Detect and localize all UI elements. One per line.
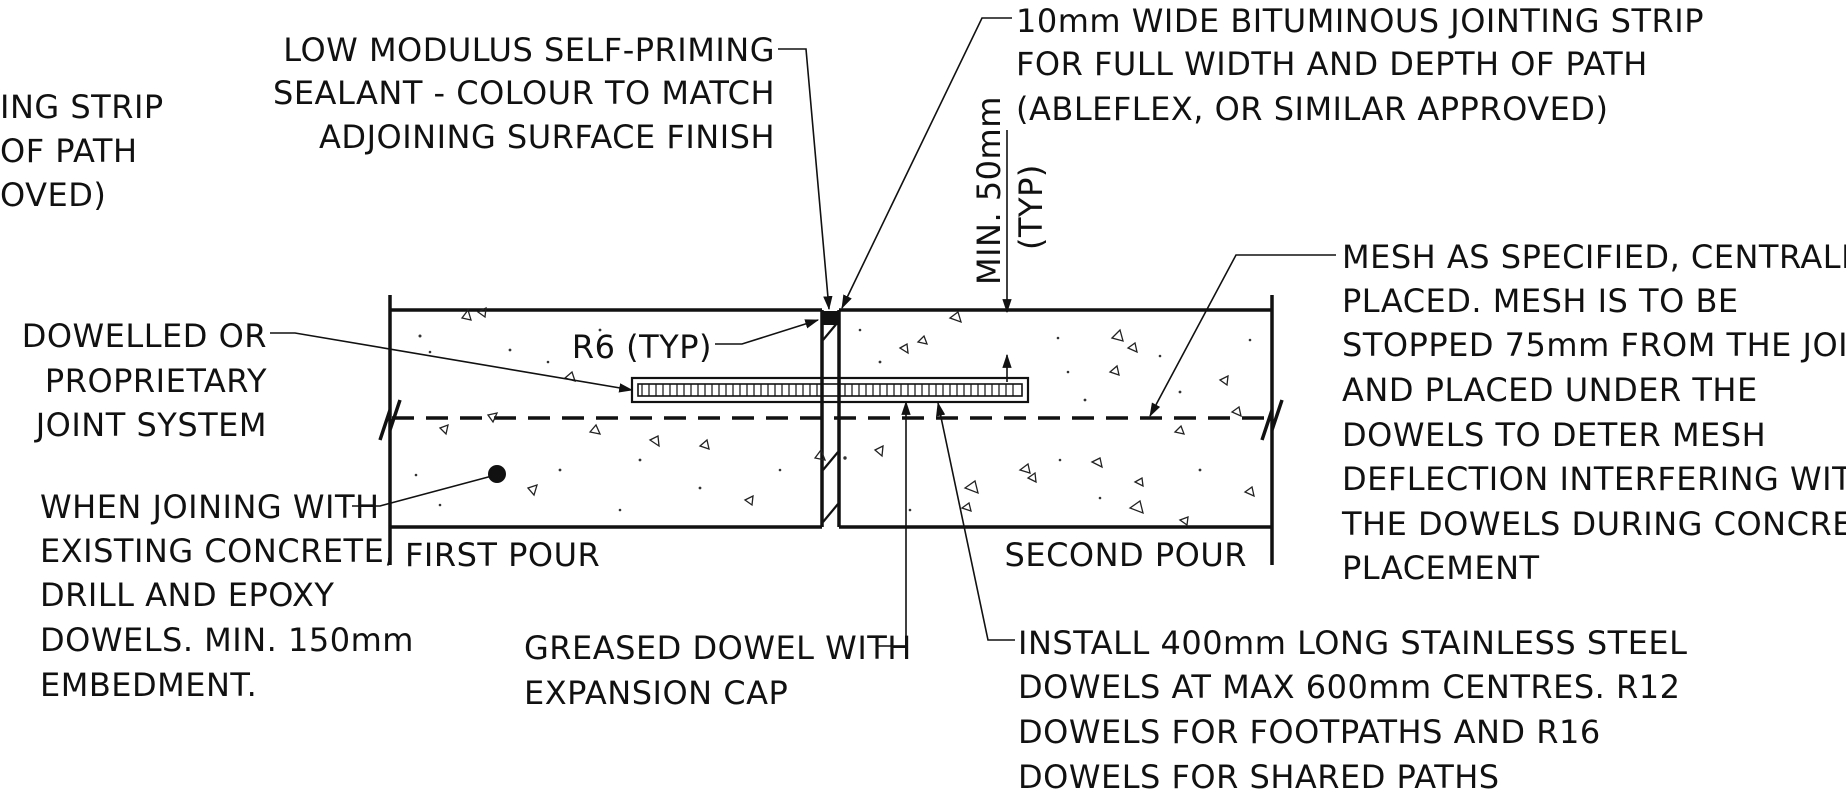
svg-text:EMBEDMENT.: EMBEDMENT. bbox=[40, 666, 257, 704]
svg-text:DOWELS AT MAX 600mm CENTRES. R: DOWELS AT MAX 600mm CENTRES. R12 bbox=[1018, 668, 1680, 706]
label-sealant: LOW MODULUS SELF-PRIMING SEALANT - COLOU… bbox=[273, 31, 775, 156]
label-min-cover: MIN. 50mm (TYP) bbox=[970, 96, 1050, 285]
label-jointing-strip: 10mm WIDE BITUMINOUS JOINTING STRIP FOR … bbox=[1016, 2, 1704, 128]
svg-text:PLACEMENT: PLACEMENT bbox=[1342, 549, 1540, 587]
concrete-slab bbox=[378, 295, 1284, 565]
svg-text:DOWELS FOR FOOTPATHS AND R16: DOWELS FOR FOOTPATHS AND R16 bbox=[1018, 713, 1601, 751]
svg-text:ING STRIP: ING STRIP bbox=[0, 88, 164, 126]
svg-text:FOR FULL WIDTH AND DEPTH OF PA: FOR FULL WIDTH AND DEPTH OF PATH bbox=[1016, 45, 1648, 83]
svg-text:EXPANSION CAP: EXPANSION CAP bbox=[524, 674, 788, 712]
label-cutoff-strip: ING STRIP OF PATH OVED) bbox=[0, 88, 164, 214]
svg-text:10mm WIDE BITUMINOUS JOINTING: 10mm WIDE BITUMINOUS JOINTING STRIP bbox=[1016, 2, 1704, 40]
svg-text:DOWELS TO DETER MESH: DOWELS TO DETER MESH bbox=[1342, 416, 1766, 454]
svg-text:INSTALL 400mm LONG STAINLESS S: INSTALL 400mm LONG STAINLESS STEEL bbox=[1018, 624, 1687, 662]
svg-text:STOPPED 75mm FROM THE JOINT: STOPPED 75mm FROM THE JOINT bbox=[1342, 326, 1846, 364]
svg-text:LOW MODULUS SELF-PRIMING: LOW MODULUS SELF-PRIMING bbox=[283, 31, 775, 69]
label-existing-concrete: WHEN JOINING WITH EXISTING CONCRETE, DRI… bbox=[40, 488, 414, 704]
svg-text:DRILL AND EPOXY: DRILL AND EPOXY bbox=[40, 576, 334, 614]
label-first-pour: FIRST POUR bbox=[405, 536, 600, 574]
svg-text:(TYP): (TYP) bbox=[1012, 164, 1050, 250]
leader-lines bbox=[270, 17, 1336, 647]
sealant-block bbox=[823, 311, 838, 325]
label-install-dowels: INSTALL 400mm LONG STAINLESS STEEL DOWEL… bbox=[1018, 624, 1687, 796]
svg-text:GREASED DOWEL WITH: GREASED DOWEL WITH bbox=[524, 629, 912, 667]
epoxy-dowel-dot bbox=[488, 465, 506, 483]
svg-text:OVED): OVED) bbox=[0, 176, 106, 214]
svg-text:AND PLACED UNDER THE: AND PLACED UNDER THE bbox=[1342, 371, 1758, 409]
svg-text:EXISTING CONCRETE,: EXISTING CONCRETE, bbox=[40, 532, 395, 570]
dowel-bar bbox=[630, 376, 1030, 404]
svg-text:JOINT SYSTEM: JOINT SYSTEM bbox=[34, 406, 267, 444]
svg-text:MIN. 50mm: MIN. 50mm bbox=[970, 96, 1008, 285]
svg-text:MESH AS SPECIFIED, CENTRALLY: MESH AS SPECIFIED, CENTRALLY bbox=[1342, 238, 1846, 276]
svg-text:DOWELLED OR: DOWELLED OR bbox=[22, 317, 267, 355]
label-dowelled: DOWELLED OR PROPRIETARY JOINT SYSTEM bbox=[22, 317, 267, 444]
svg-text:WHEN JOINING WITH: WHEN JOINING WITH bbox=[40, 488, 380, 526]
svg-text:ADJOINING SURFACE FINISH: ADJOINING SURFACE FINISH bbox=[319, 118, 775, 156]
label-greased-dowel: GREASED DOWEL WITH EXPANSION CAP bbox=[524, 629, 912, 712]
svg-text:PROPRIETARY: PROPRIETARY bbox=[45, 362, 267, 400]
svg-text:DEFLECTION INTERFERING WITH: DEFLECTION INTERFERING WITH bbox=[1342, 460, 1846, 498]
svg-text:DOWELS FOR SHARED PATHS: DOWELS FOR SHARED PATHS bbox=[1018, 758, 1500, 796]
svg-text:PLACED. MESH IS TO BE: PLACED. MESH IS TO BE bbox=[1342, 282, 1739, 320]
aggregate-pattern bbox=[414, 306, 1255, 527]
label-mesh: MESH AS SPECIFIED, CENTRALLY PLACED. MES… bbox=[1341, 238, 1846, 587]
svg-text:SEALANT - COLOUR TO MATCH: SEALANT - COLOUR TO MATCH bbox=[273, 74, 775, 112]
label-r6: R6 (TYP) bbox=[572, 328, 712, 366]
svg-text:OF PATH: OF PATH bbox=[0, 132, 138, 170]
dowel-hatching bbox=[641, 384, 1014, 396]
svg-text:THE DOWELS DURING CONCRETE: THE DOWELS DURING CONCRETE bbox=[1341, 505, 1846, 543]
label-second-pour: SECOND POUR bbox=[1005, 536, 1247, 574]
svg-text:(ABLEFLEX, OR SIMILAR APPROVED: (ABLEFLEX, OR SIMILAR APPROVED) bbox=[1016, 90, 1608, 128]
svg-text:DOWELS. MIN. 150mm: DOWELS. MIN. 150mm bbox=[40, 621, 414, 659]
